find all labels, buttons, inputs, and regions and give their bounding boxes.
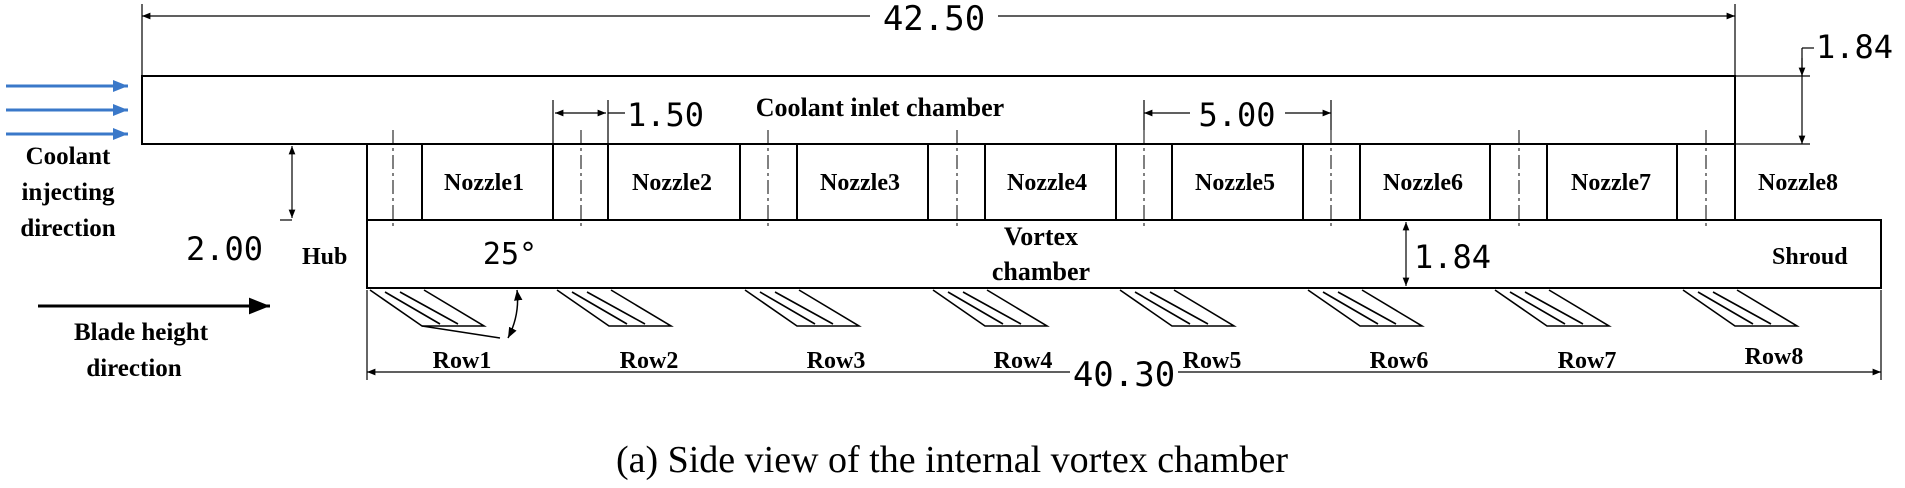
nozzle-label-4: Nozzle4: [1007, 170, 1087, 196]
figure-caption: (a) Side view of the internal vortex cha…: [616, 439, 1288, 481]
coolant-arrows: [6, 80, 128, 140]
row-label-8: Row8: [1745, 344, 1804, 370]
row-label-7: Row7: [1558, 348, 1617, 374]
coolant-direction-label-1: Coolant: [26, 143, 111, 170]
blade-rows: [369, 289, 1800, 327]
nozzle-label-7: Nozzle7: [1571, 170, 1651, 196]
dim-nozzle-pitch-label: 5.00: [1198, 96, 1275, 134]
vortex-chamber-label-1: Vortex: [1004, 222, 1078, 251]
row-label-2: Row2: [620, 348, 679, 374]
row-label-5: Row5: [1183, 348, 1242, 374]
nozzle-label-6: Nozzle6: [1383, 170, 1463, 196]
coolant-direction-label-3: direction: [20, 215, 115, 242]
dim-nozzle-width: 1.50: [552, 96, 704, 144]
center-lines: [392, 130, 1707, 230]
nozzle-label-3: Nozzle3: [820, 170, 900, 196]
dim-nozzle-pitch: 5.00: [1143, 96, 1332, 134]
coolant-inlet-chamber-label: Coolant inlet chamber: [756, 93, 1004, 122]
row-label-6: Row6: [1370, 348, 1429, 374]
dim-hub-gap-label: 2.00: [186, 230, 263, 268]
blade-direction-label-2: direction: [86, 355, 181, 382]
nozzle-band: [366, 144, 1736, 220]
dim-vortex-height: 1.84: [1402, 222, 1491, 286]
hub-label: Hub: [302, 244, 347, 270]
nozzle-label-1: Nozzle1: [444, 170, 524, 196]
nozzle-label-5: Nozzle5: [1195, 170, 1275, 196]
dim-top-total-label: 42.50: [883, 0, 985, 39]
row-label-4: Row4: [994, 348, 1053, 374]
dim-vortex-height-label: 1.84: [1414, 238, 1491, 276]
dim-hub-gap: 2.00: [186, 146, 296, 268]
blade-direction-label-1: Blade height: [74, 319, 209, 346]
dim-bottom-total: 40.30: [366, 290, 1882, 395]
dim-inlet-height: 1.84: [1735, 28, 1893, 145]
dim-top-total: 42.50: [141, 0, 1736, 76]
row-label-3: Row3: [807, 348, 866, 374]
nozzle-label-8: Nozzle8: [1758, 170, 1838, 196]
dim-bottom-total-label: 40.30: [1073, 355, 1175, 395]
vortex-chamber: [366, 219, 1882, 289]
dim-inlet-height-label: 1.84: [1816, 28, 1893, 66]
coolant-direction-label-2: injecting: [21, 179, 115, 206]
shroud-label: Shroud: [1772, 244, 1848, 270]
angle-label: 25°: [483, 237, 537, 272]
row-label-1: Row1: [433, 348, 492, 374]
vortex-chamber-label-2: chamber: [992, 257, 1090, 286]
coolant-inlet-chamber: [141, 75, 1736, 145]
nozzle-label-2: Nozzle2: [632, 170, 712, 196]
angle-indicator: 25°: [421, 237, 537, 339]
dim-nozzle-width-label: 1.50: [627, 96, 704, 134]
